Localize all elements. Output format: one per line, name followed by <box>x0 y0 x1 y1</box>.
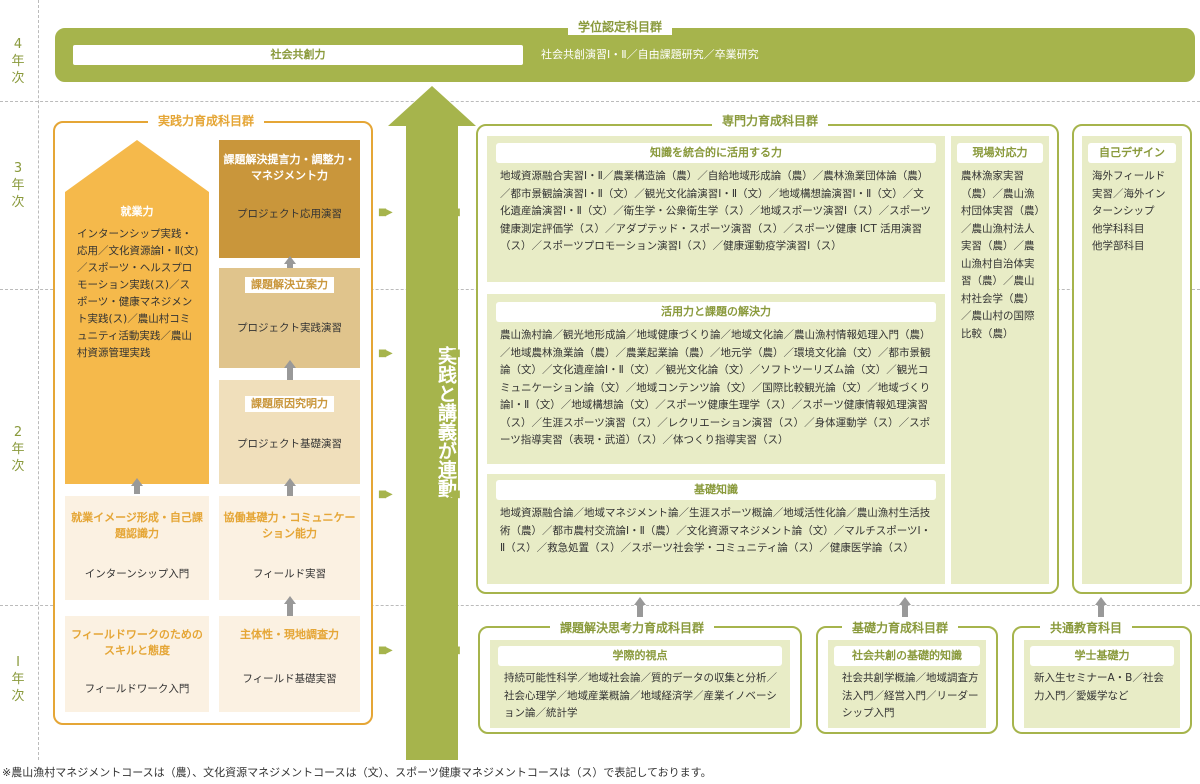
degree-courses: 社会共創演習Ⅰ・Ⅱ／自由課題研究／卒業研究 <box>541 48 759 61</box>
kisoryoku-title: 基礎力育成科目群 <box>842 620 959 636</box>
up-arrow <box>284 360 296 368</box>
center-arrow-label: 実践と講義が連動 <box>435 346 457 498</box>
left-arrow-icon: ◀▮▮ <box>446 489 461 500</box>
up-arrow <box>1095 597 1107 605</box>
shugyo-roof <box>65 140 209 192</box>
kyodo-box <box>219 496 360 600</box>
katsuyo-label: 活用力と課題の解決力 <box>496 302 936 322</box>
year-label-4: 4 年 次 <box>11 37 25 86</box>
kadai-genin-label-wrap: 課題原因究明力 <box>219 392 360 412</box>
kadai-teian-label: 課題解決提言力・調整力・マネジメント力 <box>223 153 356 182</box>
genba-label: 現場対応力 <box>957 143 1043 163</box>
shugyo-label: 就業力 <box>120 205 154 218</box>
kiso-text: 地域資源融合論／地域マネジメント論／生涯スポーツ概論／地域活性化論／農山漁村生活… <box>500 507 932 554</box>
left-arrow-icon: ◀▮▮ <box>446 348 461 359</box>
shutai-text: フィールド基礎実習 <box>242 673 337 685</box>
genba-text: 農林漁家実習（農）／農山漁村団体実習（農）／農山漁村法人実習（農）／農山漁村自治… <box>961 170 1040 340</box>
kadai-genin-text: プロジェクト基礎演習 <box>237 438 342 450</box>
kadai-teian-box <box>219 140 360 258</box>
year-label-2: 2 年 次 <box>11 425 25 474</box>
jiko-panel <box>1082 136 1182 584</box>
katsuyo-panel <box>487 294 945 464</box>
kyodo-text: フィールド実習 <box>252 568 327 580</box>
left-arrow-icon: ◀▮▮ <box>446 207 461 218</box>
grid-line <box>38 0 39 760</box>
kadai-shiko-text: 持続可能性科学／地域社会論／質的データの収集と分析／社会心理学／地域産業概論／地… <box>504 672 777 719</box>
jiko-text: 海外フィールド実習／海外インターンシップ 他学科科目 他学部科目 <box>1092 170 1166 252</box>
up-arrow <box>131 478 143 486</box>
footnote: ※農山漁村マネジメントコースは（農）、文化資源マネジメントコースは（文）、スポー… <box>2 766 712 779</box>
up-arrow <box>637 605 643 617</box>
shugyo-text: インターンシップ実践・応用／文化資源論Ⅰ・Ⅱ(文)／スポーツ・ヘルスプロモーショ… <box>77 228 199 359</box>
kadai-ritsuan-text: プロジェクト実践演習 <box>237 322 342 334</box>
shugyo-image-box <box>65 496 209 600</box>
grid-line <box>0 605 1200 606</box>
degree-group-title: 学位認定科目群 <box>568 19 673 35</box>
up-arrow <box>287 368 293 380</box>
fieldwork-box <box>65 616 209 712</box>
shakai-kyoso-pill: 社会共創力 <box>73 45 523 65</box>
center-arrow-head <box>388 86 476 126</box>
grid-line <box>0 101 1200 102</box>
kadai-genin-label: 課題原因究明力 <box>245 396 334 412</box>
kyotsu-text: 新入生セミナーA・B／社会力入門／愛媛学など <box>1034 672 1164 702</box>
shutai-label: 主体性・現地調査力 <box>240 628 339 641</box>
fieldwork-text: フィールドワーク入門 <box>84 683 190 695</box>
up-arrow <box>284 256 296 264</box>
up-arrow <box>287 604 293 616</box>
kisoryoku-label: 社会共創の基礎的知識 <box>834 646 980 666</box>
right-arrow-icon: ▮▮▶ <box>378 207 393 218</box>
shugyo-body <box>65 192 209 484</box>
center-arrow-body <box>406 126 458 760</box>
year-label-1: Ⅰ 年 次 <box>11 655 25 704</box>
shutai-box <box>219 616 360 712</box>
kyotsu-label: 学士基礎力 <box>1030 646 1174 666</box>
kadai-ritsuan-label-wrap: 課題解決立案力 <box>219 273 360 293</box>
up-arrow <box>634 597 646 605</box>
kadai-shiko-label: 学際的視点 <box>498 646 782 666</box>
kadai-teian-text: プロジェクト応用演習 <box>237 208 342 220</box>
up-arrow <box>1098 605 1104 617</box>
year-label-3: 3 年 次 <box>11 161 25 210</box>
up-arrow <box>899 597 911 605</box>
right-arrow-icon: ▮▮▶ <box>378 645 393 656</box>
up-arrow <box>284 478 296 486</box>
chishiki-label: 知識を統合的に活用する力 <box>496 143 936 163</box>
jiko-label: 自己デザイン <box>1088 143 1176 163</box>
shugyo-image-label: 就業イメージ形成・自己課題認識力 <box>71 511 203 540</box>
katsuyo-text: 農山漁村論／観光地形成論／地域健康づくり論／地域文化論／農山漁村情報処理入門（農… <box>500 329 931 446</box>
kiso-label: 基礎知識 <box>496 480 936 500</box>
kadai-ritsuan-label: 課題解決立案力 <box>245 277 334 293</box>
chishiki-text: 地域資源融合実習Ⅰ・Ⅱ／農業構造論（農）／自給地域形成論（農）／農林漁業団体論（… <box>500 170 931 252</box>
up-arrow <box>284 596 296 604</box>
kadai-shiko-title: 課題解決思考力育成科目群 <box>550 620 715 636</box>
up-arrow <box>134 486 140 494</box>
up-arrow <box>287 486 293 496</box>
left-arrow-icon: ◀▮▮ <box>446 645 461 656</box>
shugyo-image-text: インターンシップ入門 <box>84 568 190 580</box>
genba-panel <box>951 136 1049 584</box>
up-arrow <box>287 264 293 270</box>
up-arrow <box>902 605 908 617</box>
right-arrow-icon: ▮▮▶ <box>378 348 393 359</box>
right-arrow-icon: ▮▮▶ <box>378 489 393 500</box>
jissen-group-title: 実践力育成科目群 <box>148 113 265 129</box>
fieldwork-label: フィールドワークのためのスキルと態度 <box>71 628 203 657</box>
kyodo-label: 協働基礎力・コミュニケーション能力 <box>223 511 356 540</box>
senmon-group-title: 専門力育成科目群 <box>712 113 829 129</box>
kisoryoku-text: 社会共創学概論／地域調査方法入門／経営入門／リーダーシップ入門 <box>842 672 979 719</box>
kyotsu-title: 共通教育科目 <box>1040 620 1133 636</box>
